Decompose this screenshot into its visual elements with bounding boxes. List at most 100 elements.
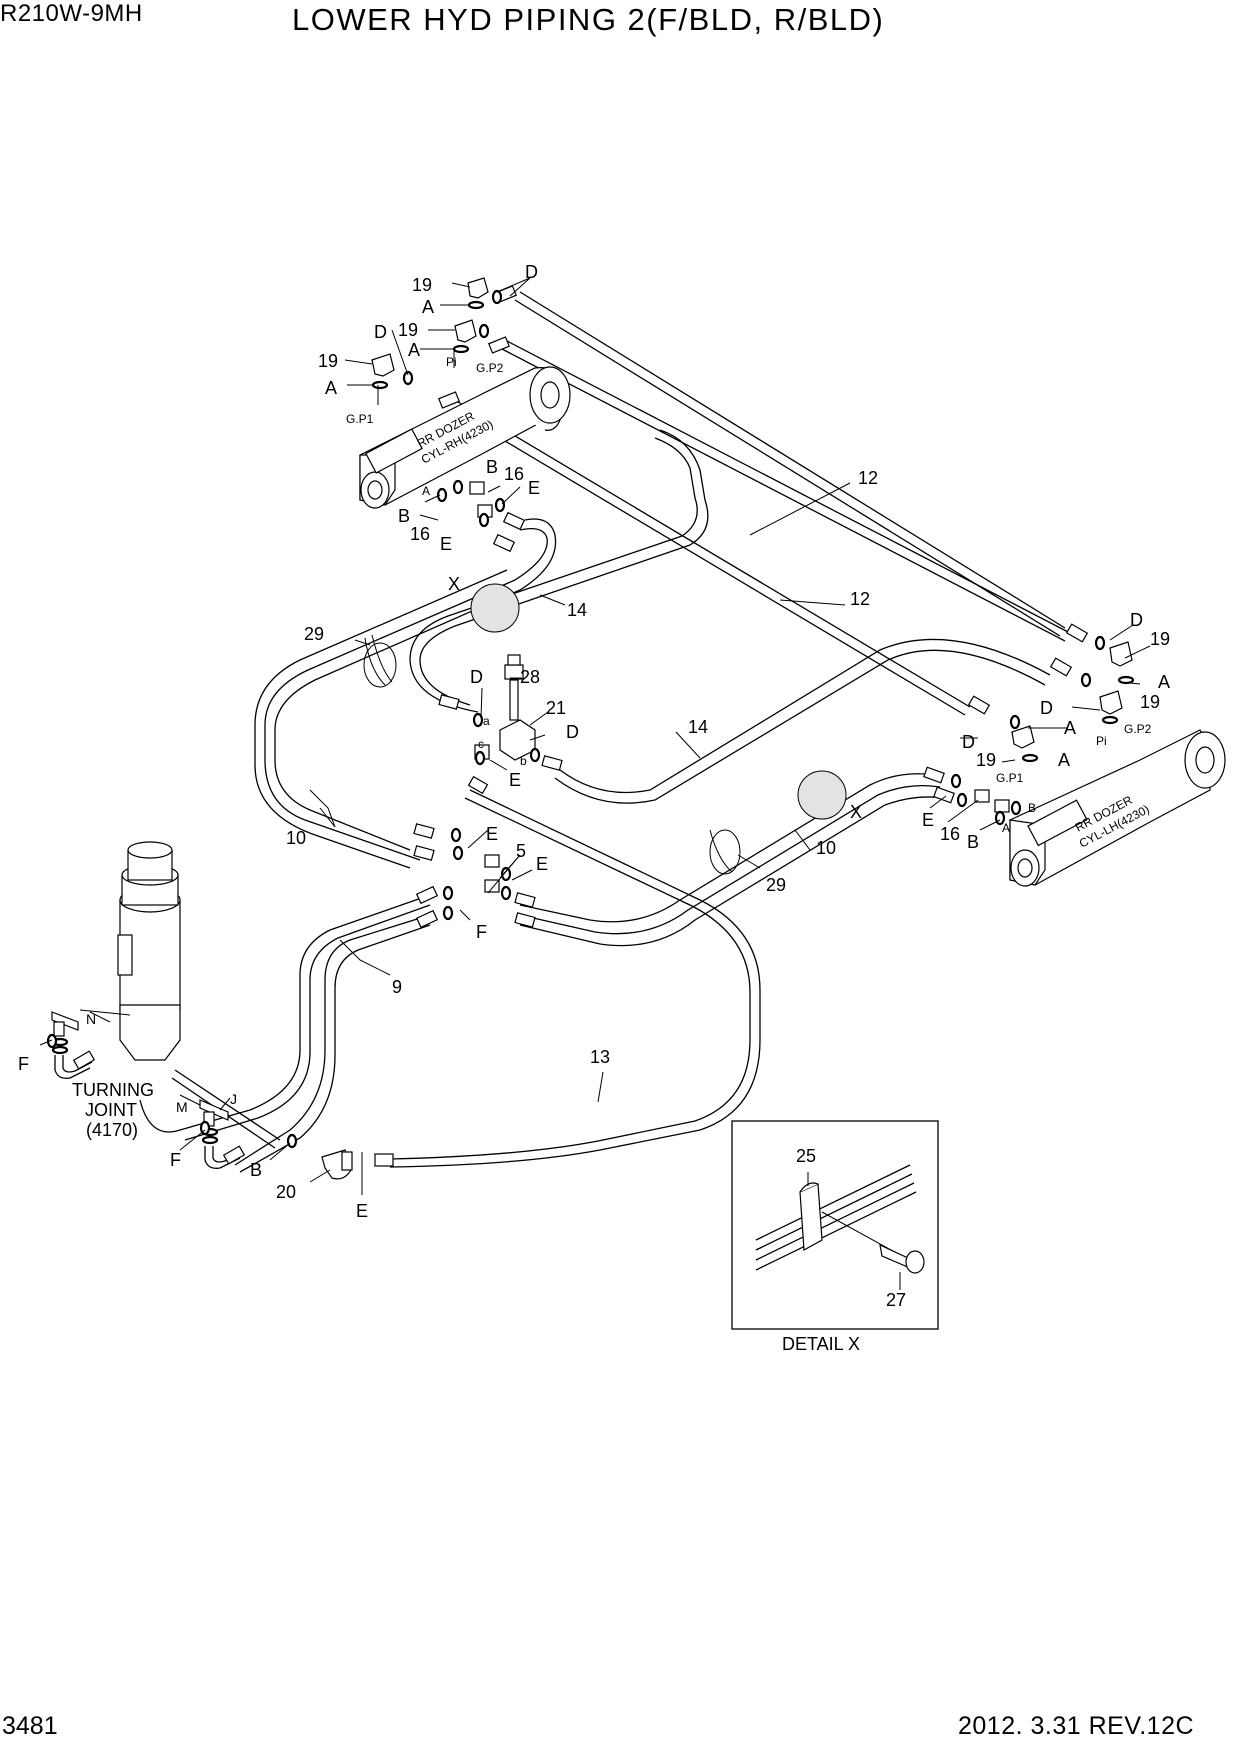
callout-port-n: N [86, 1011, 96, 1027]
callout-port-a-rh: A [422, 484, 430, 498]
elbow-19-right-mid [1099, 690, 1123, 725]
hose-12-upper [499, 339, 1071, 642]
callout-port-b-block: b [520, 754, 527, 768]
callout-e-rt: E [922, 810, 934, 830]
callout-e-rh-low: E [440, 534, 452, 554]
block-21 [499, 654, 536, 761]
tee-fitting-n [51, 1011, 93, 1079]
callout-d-rt-mid: D [1040, 698, 1053, 718]
rr-dozer-cylinder-lh: RR DOZER CYL-LH(4230) [1009, 729, 1226, 887]
callout-d-rt-low: D [962, 732, 975, 752]
model-code: R210W-9MH [0, 0, 143, 27]
callout-a-low: A [325, 378, 337, 398]
callout-12-upper: 12 [858, 468, 878, 488]
callout-f-mid: F [476, 922, 487, 942]
hose-12-lower [452, 401, 971, 716]
detail-x-marker-left [470, 583, 520, 633]
clamp-29-left [363, 634, 397, 688]
callout-28: 28 [520, 667, 540, 687]
callout-b-rt: B [967, 832, 979, 852]
callout-16-rh-low: 16 [410, 524, 430, 544]
callout-b-bottom: B [250, 1160, 262, 1180]
hose-fittings [72, 285, 1089, 1167]
callout-x-right: X [850, 802, 862, 822]
hose-13 [389, 789, 761, 1168]
callout-19-rt-top: 19 [1150, 629, 1170, 649]
callout-e-block: E [509, 770, 521, 790]
callout-a-mid: A [408, 340, 420, 360]
callout-e-bottom: E [356, 1201, 368, 1221]
callout-labels: 19 A D 19 D A Pi G.P2 19 A G.P1 B 16 E B… [18, 262, 1170, 1221]
hose-14 [409, 429, 1051, 804]
callout-port-a-block: a [483, 714, 490, 728]
callout-a-rt-low: A [1058, 750, 1070, 770]
callout-gp1-top: G.P1 [346, 412, 374, 426]
callout-b-rh-low: B [398, 506, 410, 526]
callout-gp1-rt: G.P1 [996, 771, 1024, 785]
elbow-20 [321, 1149, 353, 1180]
page-number: 3481 [2, 1712, 58, 1740]
callout-f-n: F [18, 1054, 29, 1074]
callout-16-rh-top: 16 [504, 464, 524, 484]
callout-16-rt: 16 [940, 824, 960, 844]
callout-d-mid: D [374, 322, 387, 342]
callout-10-left: 10 [286, 828, 306, 848]
callout-12-lower: 12 [850, 589, 870, 609]
turning-joint-4170: TURNING JOINT (4170) [72, 841, 181, 1140]
callout-b-rh-top: B [486, 457, 498, 477]
hose-12-top-long [514, 291, 1066, 637]
callout-pi-rt: Pi [1096, 734, 1107, 748]
callout-19-rt-mid: 19 [1140, 692, 1160, 712]
callout-x-left: X [448, 574, 460, 594]
date-revision: 2012. 3.31 REV.12C [958, 1712, 1195, 1740]
elbow-19-low [371, 353, 395, 390]
callout-29-left: 29 [304, 624, 324, 644]
callout-d-block-right: D [566, 722, 579, 742]
callout-f-m: F [170, 1150, 181, 1170]
clamp-29-right [709, 829, 741, 875]
callout-port-a-lh: A [1002, 821, 1010, 835]
callout-14-lower: 14 [688, 717, 708, 737]
callout-19-low: 19 [318, 351, 338, 371]
elbow-19-mid [452, 319, 477, 354]
elbow-19-right-top [1109, 641, 1135, 685]
detail-x-caption: DETAIL X [782, 1334, 860, 1354]
callout-19-top: 19 [412, 275, 432, 295]
callout-pi-top: Pi [446, 355, 457, 369]
callout-port-j: J [230, 1091, 237, 1107]
page-title: LOWER HYD PIPING 2(F/BLD, R/BLD) [292, 2, 885, 37]
callout-d-rt-top: D [1130, 610, 1143, 630]
callout-e-rh-top: E [528, 478, 540, 498]
callout-gp2-rt: G.P2 [1124, 722, 1152, 736]
callout-a-rt-mid: A [1064, 718, 1076, 738]
detail-x-panel: 25 27 DETAIL X [731, 1120, 939, 1354]
callout-29-right: 29 [766, 875, 786, 895]
callout-d-top: D [525, 262, 538, 282]
leader-lines [39, 277, 1151, 1195]
callout-gp2-top: G.P2 [476, 361, 504, 375]
callout-14-upper: 14 [567, 600, 587, 620]
callout-e-mid-right: E [536, 854, 548, 874]
callout-port-m: M [176, 1099, 188, 1115]
callout-19-rt-low: 19 [976, 750, 996, 770]
callout-a-rt-top: A [1158, 672, 1170, 692]
callout-e-mid-top: E [486, 824, 498, 844]
callout-21: 21 [546, 698, 566, 718]
callout-9: 9 [392, 977, 402, 997]
callout-port-b-lh: B [1028, 801, 1036, 815]
callout-d-block: D [470, 667, 483, 687]
detail-x-marker-right [797, 770, 847, 820]
callout-20: 20 [276, 1182, 296, 1202]
callout-port-c-block: c [478, 737, 484, 751]
callout-10-right: 10 [816, 838, 836, 858]
turning-joint-label-1: TURNING [72, 1080, 154, 1100]
callout-25: 25 [796, 1146, 816, 1166]
callout-13: 13 [590, 1047, 610, 1067]
callout-a-top: A [422, 297, 434, 317]
callout-27: 27 [886, 1290, 906, 1310]
o-rings [46, 289, 1106, 1149]
callout-19-mid: 19 [398, 320, 418, 340]
hose-9 [139, 894, 431, 1173]
elbow-19-top [467, 277, 489, 310]
